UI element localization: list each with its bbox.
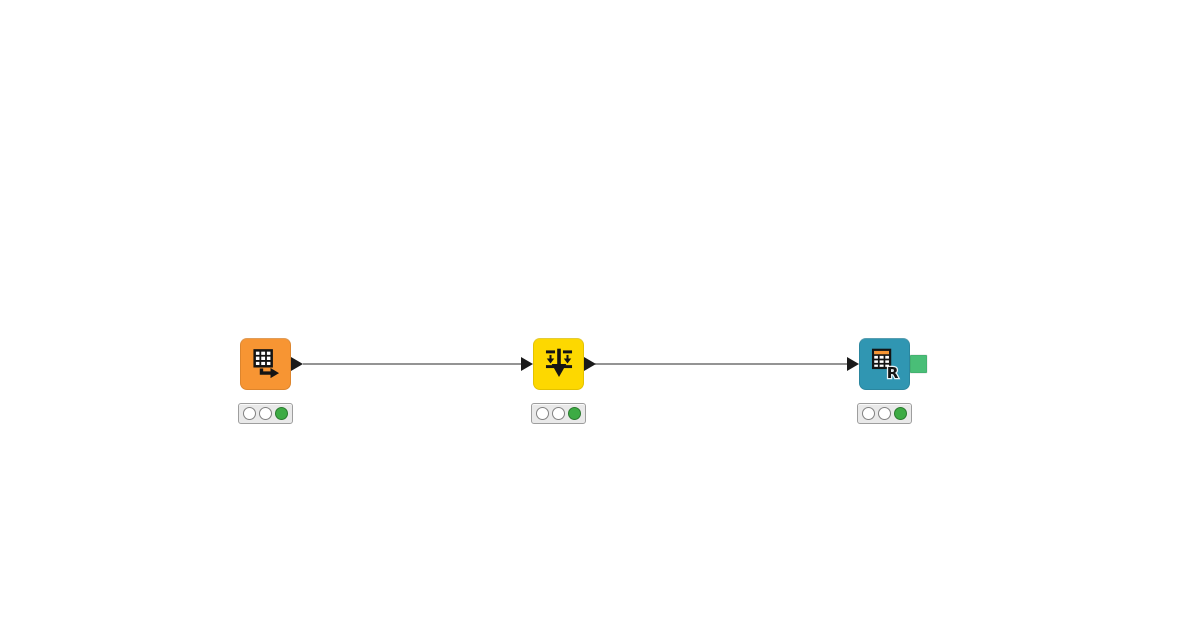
r-letter-glyph: R bbox=[886, 364, 898, 381]
node-3-status-light-green-on bbox=[894, 407, 907, 420]
node1-output-port[interactable] bbox=[291, 357, 303, 371]
node-3-table-to-r[interactable]: R bbox=[859, 338, 910, 390]
node3-output-port-green[interactable] bbox=[909, 354, 928, 374]
node3-input-port[interactable] bbox=[847, 357, 859, 371]
table-grid-glyph bbox=[252, 349, 273, 368]
node-2-manipulator[interactable] bbox=[533, 338, 584, 390]
node-2-status-light-yellow-off bbox=[552, 407, 565, 420]
node-1-status-traffic-light bbox=[238, 403, 293, 424]
node-3-status-light-yellow-off bbox=[878, 407, 891, 420]
node-2-status-light-red-off bbox=[536, 407, 549, 420]
left-arrow-to-bar-glyph bbox=[545, 350, 555, 369]
table-with-arrow-icon bbox=[252, 349, 279, 379]
table-to-r-icon: R bbox=[871, 348, 899, 381]
node-2-status-light-green-on bbox=[568, 407, 581, 420]
node2-input-port[interactable] bbox=[521, 357, 533, 371]
right-arrow-glyph bbox=[259, 367, 279, 379]
node-1-status-light-green-on bbox=[275, 407, 288, 420]
table-header-row bbox=[873, 350, 889, 356]
right-arrow-to-bar-glyph bbox=[562, 350, 572, 369]
node-3-status-traffic-light bbox=[857, 403, 912, 424]
center-down-arrow-glyph bbox=[551, 348, 566, 378]
node2-output-port[interactable] bbox=[584, 357, 596, 371]
down-arrows-to-bars-icon bbox=[545, 348, 572, 378]
node-2-status-traffic-light bbox=[531, 403, 586, 424]
node-1-source[interactable] bbox=[240, 338, 291, 390]
node-1-status-light-red-off bbox=[243, 407, 256, 420]
node-1-status-light-yellow-off bbox=[259, 407, 272, 420]
table-grid-with-header-glyph bbox=[871, 348, 891, 370]
node-3-status-light-red-off bbox=[862, 407, 875, 420]
